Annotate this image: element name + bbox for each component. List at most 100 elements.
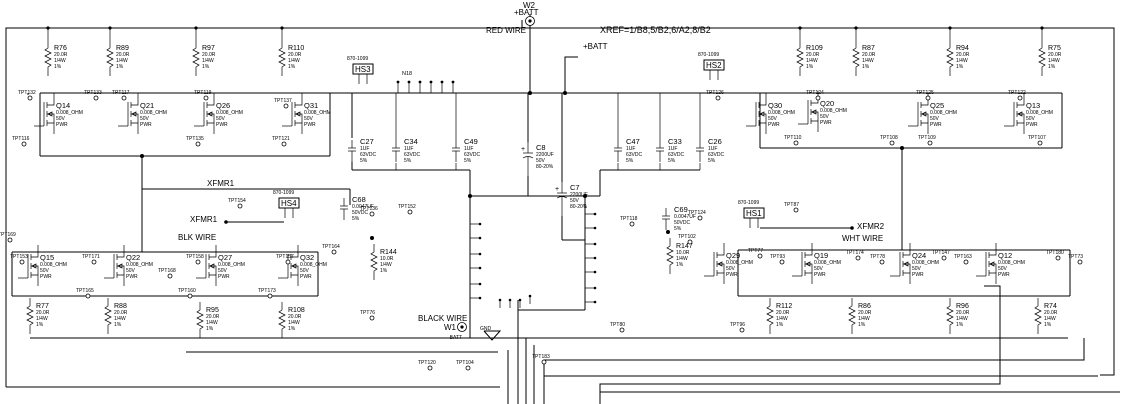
resistor-power: 1/4W bbox=[956, 316, 968, 322]
mosfet-type: PWR bbox=[140, 122, 152, 128]
mosfet-ref: Q26 bbox=[216, 101, 230, 110]
resistor-power: 1/4W bbox=[1044, 316, 1056, 322]
capacitor-value: 2200UF bbox=[536, 152, 554, 158]
testpoint-label: TPT87 bbox=[784, 202, 799, 208]
capacitor-ref: C47 bbox=[626, 137, 640, 146]
testpoint-tpt124: TPT124 bbox=[688, 210, 706, 221]
wht-wire-label: WHT WIRE bbox=[842, 234, 883, 243]
resistor-value: 10.0R bbox=[676, 250, 690, 256]
resistor-ref: R96 bbox=[956, 303, 969, 310]
testpoint-label: TPT152 bbox=[398, 204, 416, 210]
testpoint-label: TPT122 bbox=[1008, 90, 1026, 96]
testpoint-tpt78: TPT78 bbox=[870, 254, 885, 265]
resistor-tolerance: 1% bbox=[206, 326, 214, 332]
mosfet-ref: Q14 bbox=[56, 101, 70, 110]
testpoint-label: TPT96 bbox=[730, 322, 745, 328]
mosfet-rds: 0.008_OHM bbox=[726, 260, 753, 266]
capacitor-ref: C33 bbox=[668, 137, 682, 146]
resistor-value: 20.0R bbox=[1048, 52, 1062, 58]
header-labels: W2 +BATT RED WIRE +BATT XREF=1/B8,5/B2,6… bbox=[402, 1, 711, 77]
resistor-tolerance: 1% bbox=[380, 268, 388, 274]
resistor-power: 1/4W bbox=[288, 58, 300, 64]
resistor-power: 1/4W bbox=[380, 262, 392, 268]
testpoint-tpt104: TPT104 bbox=[456, 360, 474, 371]
capacitor-voltage: 63VDC bbox=[404, 152, 421, 158]
mosfet-ref: Q15 bbox=[40, 253, 54, 262]
testpoint-tpt125: TPT125 bbox=[916, 90, 934, 101]
mosfet-type: PWR bbox=[820, 120, 832, 126]
xfmr2-label: XFMR2 bbox=[857, 222, 885, 231]
mosfet-voltage: 50V bbox=[1026, 116, 1036, 122]
testpoint-tpt121: TPT121 bbox=[272, 136, 290, 147]
testpoint-tpt126: TPT126 bbox=[706, 90, 724, 101]
resistor-power: 1/4W bbox=[858, 316, 870, 322]
gnd-label: GND bbox=[480, 326, 492, 332]
capacitor-tolerance: 80-20% bbox=[570, 204, 588, 210]
mosfet-rds: 0.008_OHM bbox=[998, 260, 1025, 266]
main-busses bbox=[11, 92, 1120, 404]
testpoint-label: TPT76 bbox=[360, 310, 375, 316]
capacitor-value: 1UF bbox=[360, 146, 369, 152]
capacitor-tolerance: 5% bbox=[626, 158, 634, 164]
testpoint-tpt96: TPT96 bbox=[730, 322, 745, 333]
capacitor-value: 1UF bbox=[626, 146, 635, 152]
testpoint-tpt87: TPT87 bbox=[784, 202, 799, 213]
mosfet-voltage: 50V bbox=[40, 268, 50, 274]
mosfets: Q140.008_OHM50VPWRQ210.008_OHM50VPWRQ260… bbox=[18, 91, 1053, 286]
resistor-power: 1/4W bbox=[676, 256, 688, 262]
capacitor-value: 1UF bbox=[708, 146, 717, 152]
testpoint-tpt163: TPT163 bbox=[954, 254, 972, 265]
xfmr1-label: XFMR1 bbox=[207, 179, 235, 188]
mosfet-type: PWR bbox=[218, 274, 230, 280]
testpoint-label: TPT126 bbox=[706, 90, 724, 96]
testpoint-tpt124: TPT124 bbox=[806, 90, 824, 101]
resistor-value: 20.0R bbox=[206, 314, 220, 320]
testpoint-label: TPT124 bbox=[688, 210, 706, 216]
testpoint-tpt169: TPT169 bbox=[0, 232, 16, 243]
heatsink-part-number: 870-1099 bbox=[698, 52, 719, 58]
testpoint-label: TPT118 bbox=[620, 216, 638, 222]
testpoint-label: TPT108 bbox=[880, 135, 898, 141]
testpoint-tpt152: TPT152 bbox=[398, 204, 416, 215]
testpoint-label: TPT80 bbox=[610, 322, 625, 328]
testpoint-tpt76: TPT76 bbox=[360, 310, 375, 321]
resistor-ref: R144 bbox=[380, 249, 397, 256]
testpoint-tpt183: TPT183 bbox=[532, 354, 550, 365]
mosfet-ref: Q20 bbox=[820, 99, 834, 108]
capacitor-ref: C34 bbox=[404, 137, 418, 146]
testpoint-label: TPT104 bbox=[456, 360, 474, 366]
resistor-value: 20.0R bbox=[54, 52, 68, 58]
resistor-ref: R89 bbox=[116, 45, 129, 52]
testpoint-label: TPT135 bbox=[186, 136, 204, 142]
capacitor-tolerance: 5% bbox=[708, 158, 716, 164]
capacitor-tolerance: 5% bbox=[668, 158, 676, 164]
resistor-tolerance: 1% bbox=[54, 64, 62, 70]
testpoint-tpt133: TPT133 bbox=[84, 90, 102, 101]
testpoint-label: TPT158 bbox=[186, 254, 204, 260]
mosfet-voltage: 50V bbox=[820, 114, 830, 120]
resistor-tolerance: 1% bbox=[116, 64, 124, 70]
w1-label: W1 bbox=[444, 323, 457, 332]
red-wire-label: RED WIRE bbox=[486, 26, 526, 35]
mosfet-ref: Q19 bbox=[814, 251, 828, 260]
testpoint-tpt118: TPT118 bbox=[620, 216, 638, 227]
capacitor-ref: C27 bbox=[360, 137, 374, 146]
testpoint-tpt102: TPT102 bbox=[678, 234, 696, 245]
capacitor-voltage: 50V bbox=[570, 198, 580, 204]
resistor-value: 20.0R bbox=[288, 52, 302, 58]
